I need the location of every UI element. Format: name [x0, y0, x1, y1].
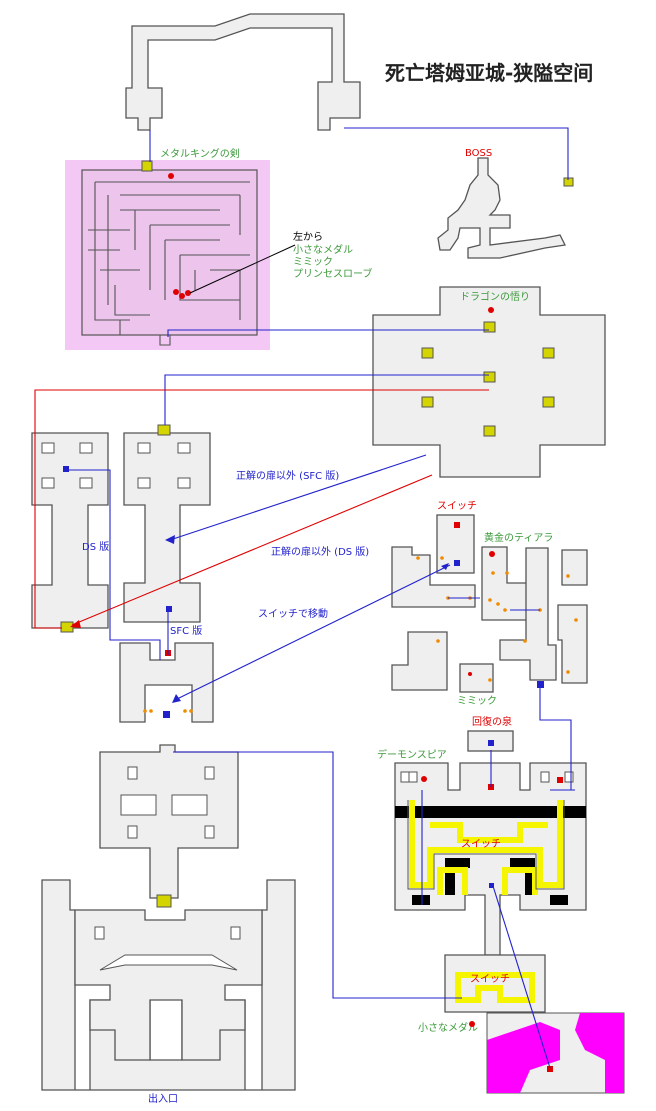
sfc-tower-switch[interactable]	[166, 606, 172, 612]
entrance-windows	[94, 926, 241, 940]
boss-room	[437, 157, 566, 259]
wall-band	[395, 806, 586, 818]
label-small-medal-2: 小さなメダル	[418, 1021, 478, 1034]
label-mimic-2: ミミック	[457, 695, 497, 707]
mimic-dot	[468, 672, 472, 676]
recovery-blue-switch[interactable]	[488, 740, 494, 746]
tiara-treasure-dot	[489, 551, 495, 557]
upper-hall-chest[interactable]	[156, 894, 172, 908]
medal-red-switch[interactable]	[547, 1066, 553, 1072]
gate-room	[119, 642, 214, 723]
entrance-bar	[99, 954, 238, 971]
east-blue-switch[interactable]	[537, 681, 544, 688]
upper-hall-windows	[120, 766, 215, 839]
upper-hall	[99, 744, 239, 899]
label-sfc-version: SFC 版	[170, 624, 202, 637]
label-wrong-door-sfc: 正解の扉以外 (SFC 版)	[236, 469, 339, 482]
switch-top-blue[interactable]	[454, 560, 460, 566]
ds-tower-switch[interactable]	[63, 466, 69, 472]
sfc-tower-chest[interactable]	[157, 424, 171, 436]
label-switch-low: スイッチ	[470, 973, 510, 985]
label-demon-spear: デーモンスピア	[377, 748, 447, 761]
label-left-from: 左から	[293, 230, 323, 243]
medal-dot	[469, 1021, 475, 1027]
maze-walls	[81, 169, 258, 336]
tall-corridor	[499, 547, 557, 681]
switch-path-yellow	[409, 800, 563, 895]
switch-path-outline	[407, 800, 565, 890]
label-mimic: ミミック	[293, 256, 333, 268]
sfc-tower	[123, 432, 211, 623]
west-rooms	[391, 631, 448, 691]
label-dragon-enlightenment: ドラゴンの悟り	[460, 290, 530, 303]
label-switch-mid: スイッチ	[461, 838, 501, 850]
maze-treasure-dot	[168, 173, 174, 179]
label-wrong-door-ds: 正解の扉以外 (DS 版)	[271, 545, 369, 558]
red-route	[34, 389, 489, 629]
complex-windows	[400, 771, 574, 783]
label-small-medal: 小さなメダル	[293, 243, 353, 256]
east-rooms	[557, 549, 588, 684]
red-route-arrow	[70, 620, 81, 628]
label-move-by-switch: スイッチで移動	[258, 607, 328, 620]
maze-treasure-dot	[173, 289, 179, 295]
ds-tower	[31, 432, 109, 629]
map-title: 死亡塔姆亚城-狭隘空间	[385, 61, 593, 85]
route-arrowheads	[165, 535, 449, 703]
tiara-room	[391, 546, 476, 608]
maze-treasure-dot	[185, 290, 191, 296]
ds-tower-windows	[41, 442, 93, 489]
complex-red-switch[interactable]	[557, 777, 563, 783]
label-golden-tiara: 黄金のティアラ	[484, 531, 553, 544]
complex-center-switch[interactable]	[489, 883, 494, 888]
gate-room-markers	[143, 709, 193, 713]
blue-routes	[66, 127, 575, 1069]
maze-entrance-chest[interactable]	[141, 160, 153, 172]
lower-switch-path	[455, 972, 535, 1003]
demon-spear-dot	[421, 776, 427, 782]
label-recovery-spring: 回復の泉	[472, 715, 512, 728]
label-princess-robe: プリンセスローブ	[293, 267, 372, 280]
label-ds-version: DS 版	[82, 540, 109, 553]
mimic-room	[459, 663, 494, 693]
label-entrance: 出入口	[148, 1092, 178, 1105]
gate-room-switch-blue[interactable]	[163, 711, 170, 718]
top-arch-room	[125, 13, 361, 131]
sfc-tower-windows	[137, 442, 191, 489]
dragon-treasure-dot	[488, 307, 494, 313]
maze-treasure-dot	[179, 293, 185, 299]
maze-pointer-line	[189, 244, 296, 294]
switch-top-red[interactable]	[454, 522, 460, 528]
label-boss: BOSS	[465, 148, 492, 159]
label-metal-king-sword: メタルキングの剣	[160, 147, 240, 160]
label-switch-top: スイッチ	[437, 500, 477, 512]
entrance-inner	[74, 909, 263, 1061]
magenta-zone	[487, 1013, 624, 1093]
dragon-room-chests	[421, 321, 555, 437]
